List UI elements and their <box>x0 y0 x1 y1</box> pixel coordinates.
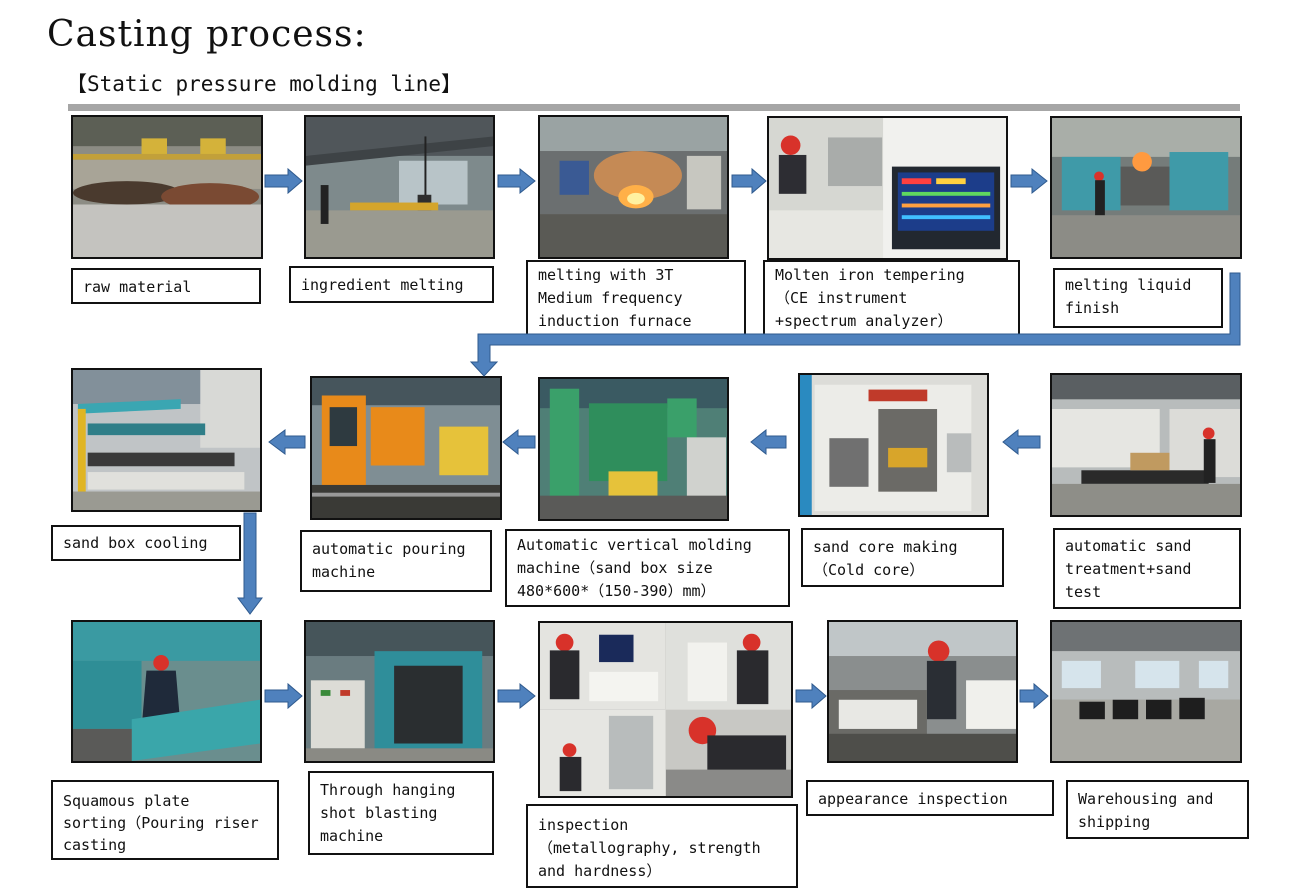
flow-arrow <box>237 512 263 615</box>
step-label-pouring-machine: automatic pouring machine <box>300 530 492 592</box>
crane-charging-photo <box>304 115 495 259</box>
step-label-sand-box-cooling: sand box cooling <box>51 525 241 561</box>
divider <box>68 104 1240 111</box>
pouring-machine-photo <box>310 376 502 520</box>
sand-lab-photo <box>1050 373 1242 517</box>
step-label-induction-furnace: melting with 3T Medium frequency inducti… <box>526 260 746 336</box>
step-label-liquid-finish: melting liquid finish <box>1053 268 1223 328</box>
step-label-iron-tempering: Molten iron tempering （CE instrument +sp… <box>763 260 1020 336</box>
shot-blasting-photo <box>304 620 495 763</box>
flow-arrow <box>750 428 787 456</box>
lab-inspection-photo <box>538 621 793 798</box>
flow-arrow <box>1010 167 1048 195</box>
flow-arrow <box>264 167 303 195</box>
core-machine-photo <box>798 373 989 517</box>
spectrum-analyzer-photo <box>767 116 1008 260</box>
induction-furnace-photo <box>538 115 729 259</box>
step-label-molding-machine: Automatic vertical molding machine（sand … <box>505 529 790 607</box>
page-title: Casting process: <box>47 14 367 55</box>
flow-arrow <box>264 682 303 710</box>
warehouse-photo <box>1050 620 1242 763</box>
raw-material-yard-photo <box>71 115 263 259</box>
flow-arrow <box>731 167 767 195</box>
step-label-warehousing: Warehousing and shipping <box>1066 780 1249 839</box>
molding-machine-photo <box>538 377 729 521</box>
flow-arrow <box>795 682 827 710</box>
step-label-inspection: inspection （metallography, strength and … <box>526 804 798 888</box>
molten-iron-transfer-photo <box>1050 116 1242 259</box>
step-label-core-making: sand core making （Cold core） <box>801 528 1004 587</box>
step-label-shot-blasting: Through hanging shot blasting machine <box>308 771 494 855</box>
flow-arrow <box>502 428 536 456</box>
flow-arrow <box>1002 428 1041 456</box>
appearance-inspection-photo <box>827 620 1018 763</box>
sorting-conveyor-photo <box>71 620 262 763</box>
step-label-plate-sorting: Squamous plate sorting（Pouring riser cas… <box>51 780 279 860</box>
flow-arrow <box>268 429 306 455</box>
step-label-raw-material: raw material <box>71 268 261 304</box>
step-label-appearance-inspection: appearance inspection <box>806 780 1054 816</box>
page-subtitle: 【Static pressure molding line】 <box>66 72 463 96</box>
step-label-ingredient-melting: ingredient melting <box>289 266 494 303</box>
step-label-sand-treatment: automatic sand treatment+sand test <box>1053 528 1241 609</box>
flow-arrow <box>497 167 536 195</box>
cooling-line-photo <box>71 368 262 512</box>
flow-arrow <box>497 682 536 710</box>
flow-arrow <box>1019 682 1049 710</box>
